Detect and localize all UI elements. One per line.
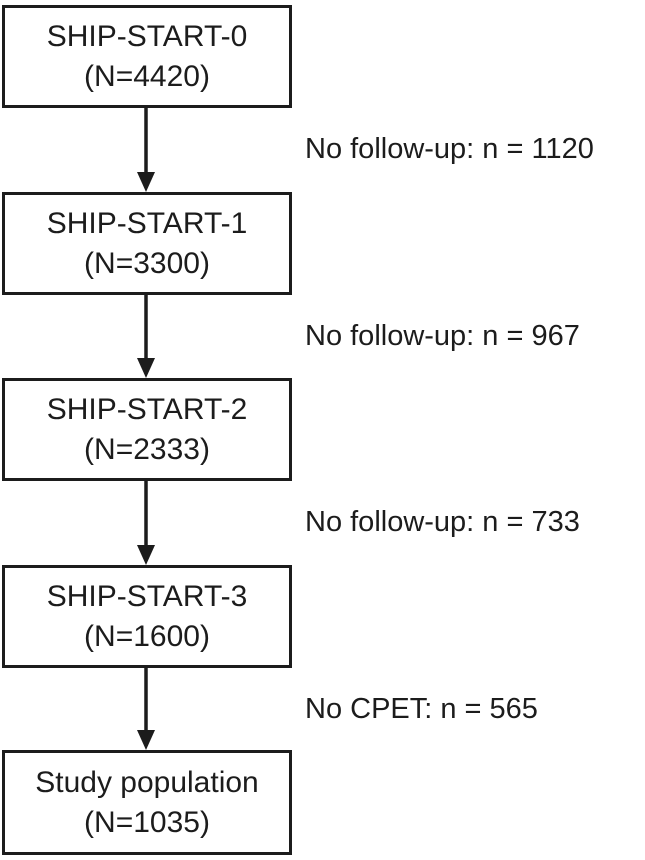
box-count: (N=2333) xyxy=(84,432,210,466)
box-title: SHIP-START-3 xyxy=(46,579,248,613)
box-count: (N=1600) xyxy=(84,619,210,653)
flow-box-study-population: Study population (N=1035) xyxy=(2,750,292,855)
down-arrow-icon xyxy=(133,481,159,565)
box-title: SHIP-START-0 xyxy=(46,19,248,53)
box-count: (N=4420) xyxy=(84,59,210,93)
box-count: (N=1035) xyxy=(84,805,210,839)
down-arrow-icon xyxy=(133,668,159,750)
down-arrow-icon xyxy=(133,108,159,192)
box-count: (N=3300) xyxy=(84,246,210,280)
down-arrow-icon xyxy=(133,295,159,378)
flow-box-ship-start-0: SHIP-START-0 (N=4420) xyxy=(2,5,292,108)
exclusion-label-no-follow-up-1: No follow-up: n = 1120 xyxy=(305,133,594,165)
box-title: SHIP-START-1 xyxy=(46,206,248,240)
box-title: SHIP-START-2 xyxy=(46,392,248,426)
flow-box-ship-start-3: SHIP-START-3 (N=1600) xyxy=(2,565,292,668)
exclusion-label-no-follow-up-2: No follow-up: n = 967 xyxy=(305,320,580,352)
flow-box-ship-start-2: SHIP-START-2 (N=2333) xyxy=(2,378,292,481)
exclusion-label-no-cpet: No CPET: n = 565 xyxy=(305,693,538,725)
exclusion-label-no-follow-up-3: No follow-up: n = 733 xyxy=(305,506,580,538)
box-title: Study population xyxy=(35,765,259,799)
flow-box-ship-start-1: SHIP-START-1 (N=3300) xyxy=(2,192,292,295)
